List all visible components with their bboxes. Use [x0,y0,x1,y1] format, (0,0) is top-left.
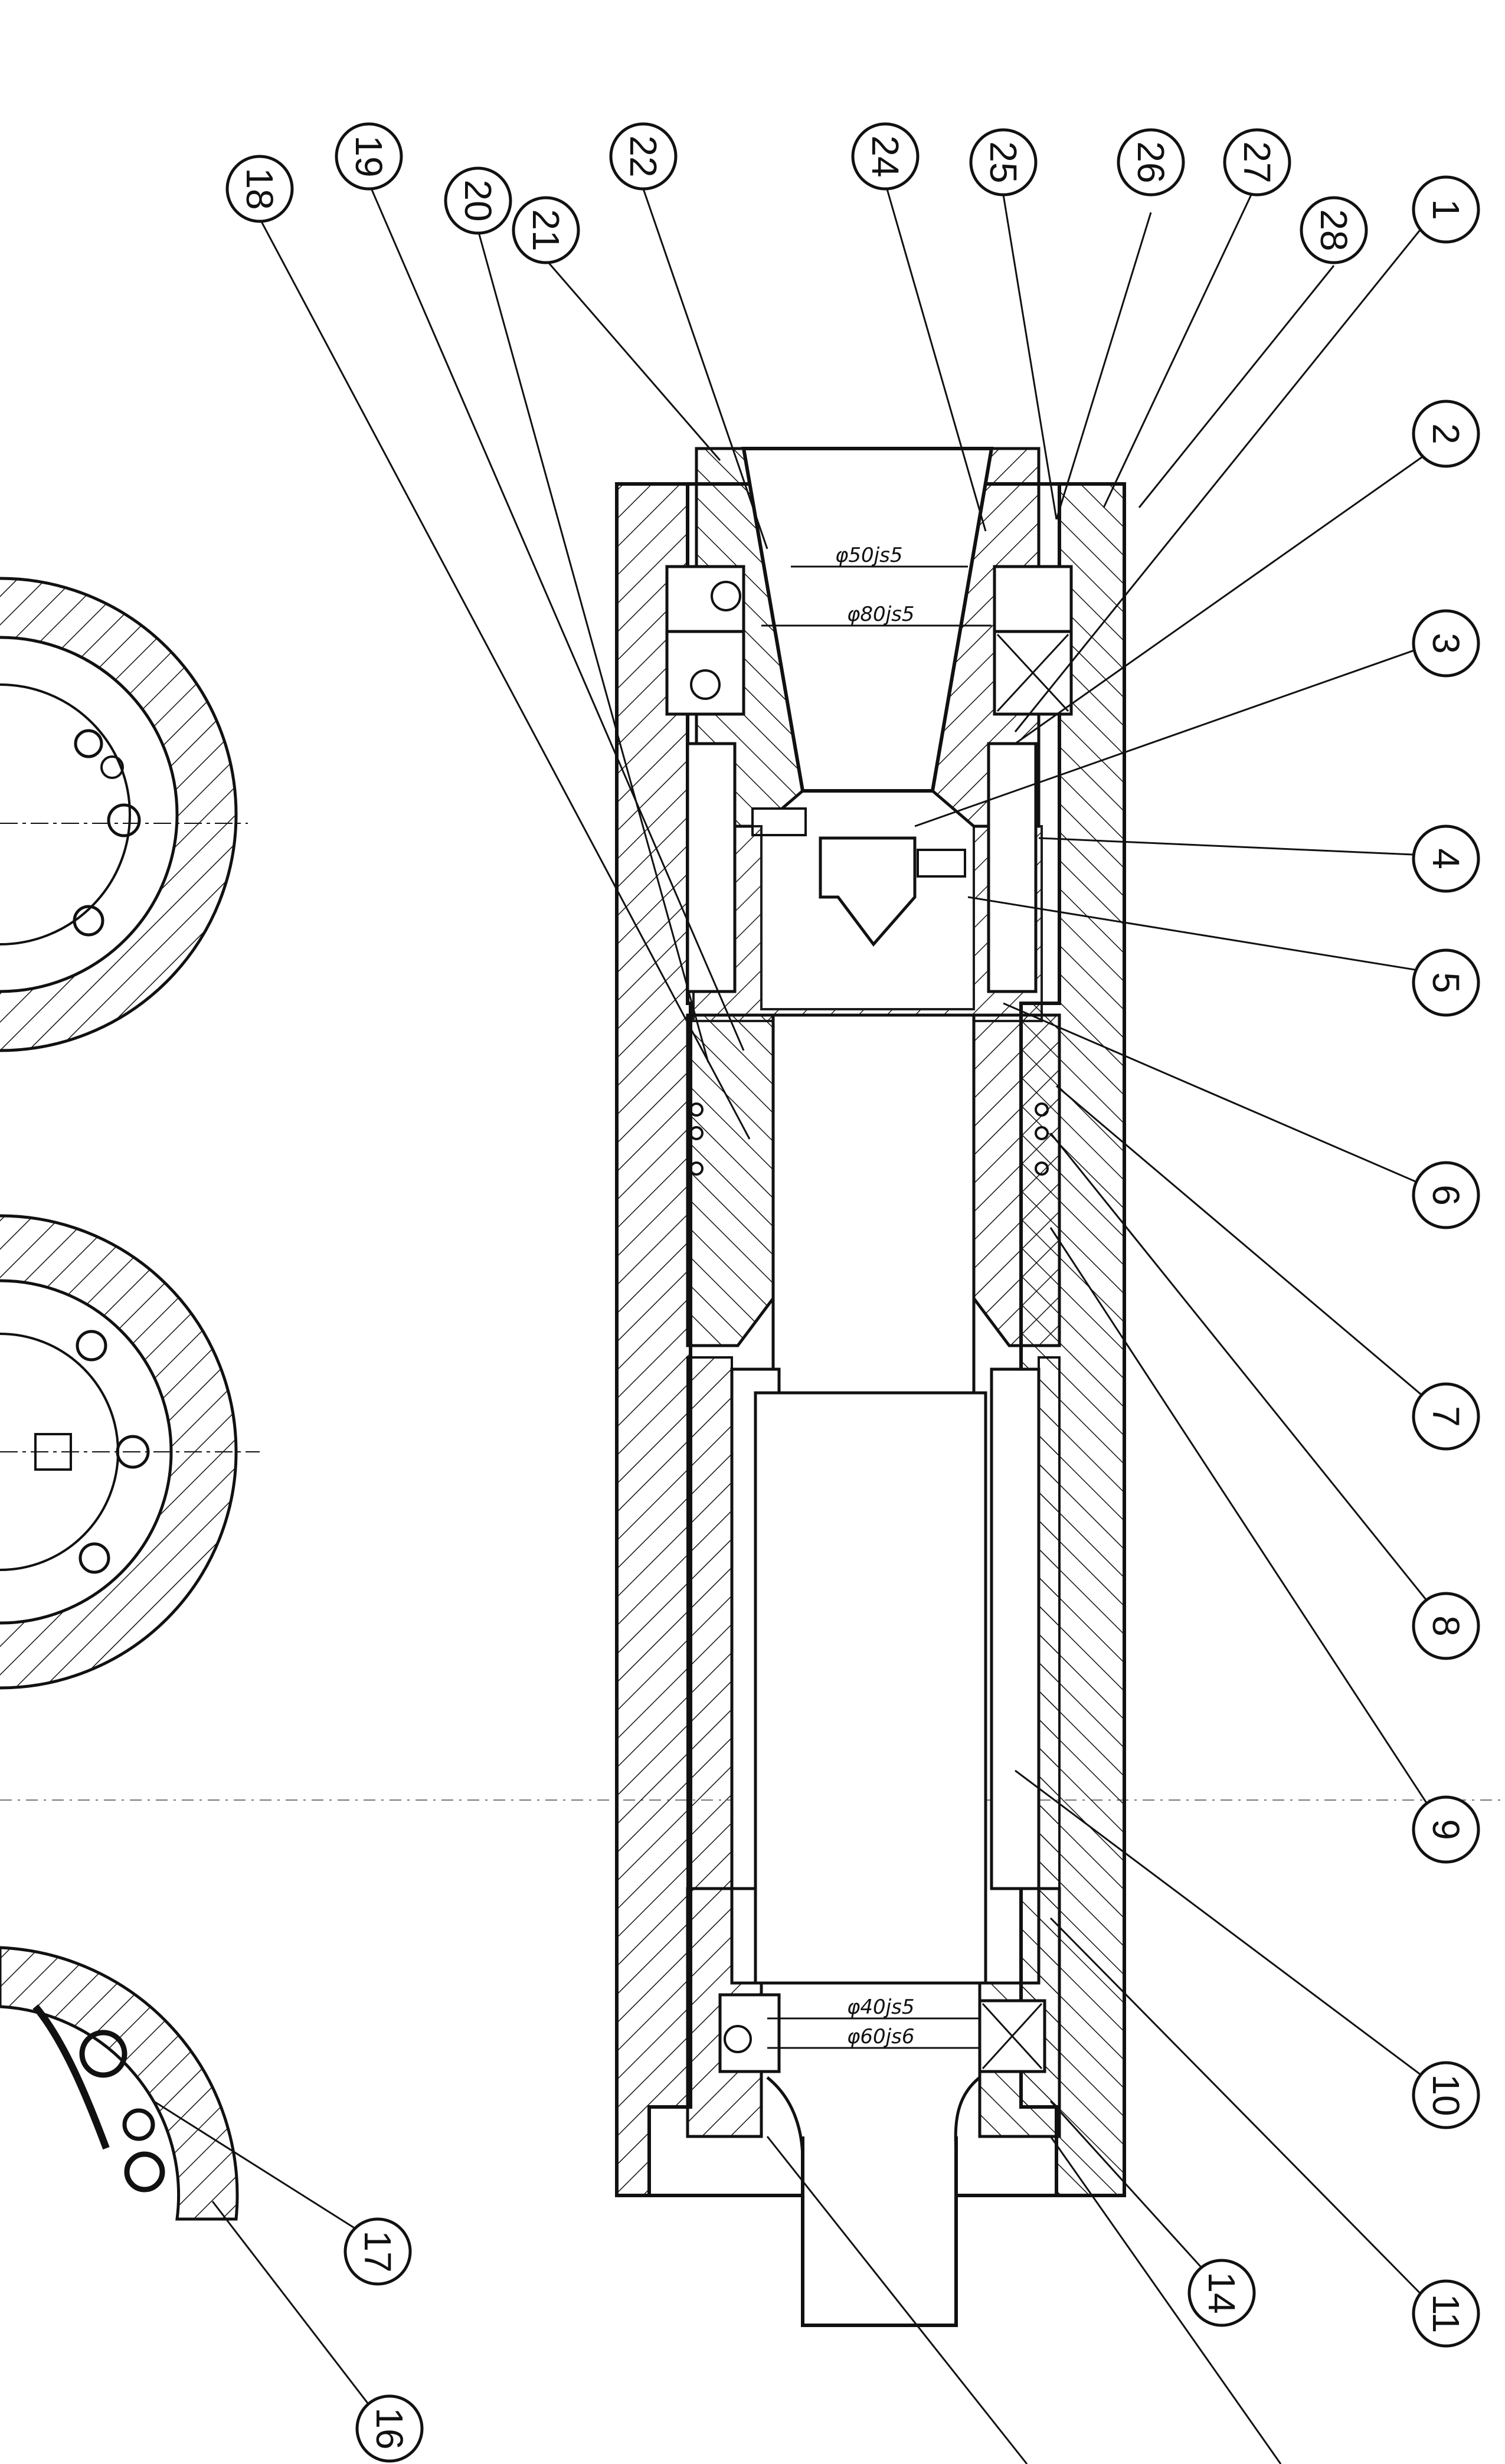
dim-phi50: φ50js5 [835,544,902,567]
balloon-18: 18 [225,155,294,223]
balloon-9: 9 [1412,1795,1480,1864]
svg-text:22: 22 [622,135,665,177]
balloon-22: 22 [609,122,678,191]
svg-text:26: 26 [1130,141,1172,183]
main-section-view [615,447,1126,2327]
svg-text:16: 16 [368,2407,411,2449]
svg-text:20: 20 [457,179,499,221]
balloon-8: 8 [1412,1592,1480,1660]
leader-lines [153,182,1441,2464]
left-view-middle [0,1214,260,1690]
balloon-5: 5 [1412,948,1480,1017]
svg-text:11: 11 [1425,2294,1467,2333]
svg-text:18: 18 [238,168,281,210]
svg-text:10: 10 [1425,2074,1467,2116]
svg-text:21: 21 [525,209,567,251]
balloon-3: 3 [1412,609,1480,678]
balloon-26: 26 [1117,128,1185,197]
svg-text:1: 1 [1425,199,1467,220]
balloon-28: 28 [1300,196,1368,264]
balloon-6: 6 [1412,1161,1480,1229]
balloon-11: 11 [1412,2279,1480,2348]
balloon-7: 7 [1412,1382,1480,1451]
svg-text:25: 25 [982,141,1025,183]
balloon-27: 27 [1223,128,1291,197]
balloon-20: 20 [444,166,512,235]
svg-text:28: 28 [1313,209,1355,251]
svg-text:2: 2 [1425,423,1467,444]
svg-text:27: 27 [1236,141,1278,183]
balloon-17: 17 [343,2217,412,2286]
svg-text:19: 19 [348,135,390,177]
balloon-14: 14 [1187,2259,1256,2327]
dim-phi80: φ80js5 [847,603,914,626]
svg-text:24: 24 [864,135,907,177]
svg-text:8: 8 [1425,1615,1467,1637]
balloon-16: 16 [355,2394,424,2463]
balloon-24: 24 [851,122,920,191]
svg-text:14: 14 [1200,2272,1243,2314]
balloon-1: 1 [1412,175,1480,244]
balloon-21: 21 [512,196,580,264]
svg-text:5: 5 [1425,972,1467,993]
balloon-25: 25 [969,128,1038,197]
dim-phi60: φ60js6 [847,2025,914,2049]
svg-text:3: 3 [1425,633,1467,654]
svg-text:7: 7 [1425,1406,1467,1427]
svg-text:6: 6 [1425,1184,1467,1206]
svg-text:17: 17 [356,2230,399,2272]
balloon-4: 4 [1412,824,1480,893]
balloon-10: 10 [1412,2061,1480,2129]
balloon-2: 2 [1412,400,1480,468]
balloon-19: 19 [335,122,403,191]
left-view-bottom [0,1799,1505,2221]
dim-phi40: φ40js5 [847,1995,914,2019]
svg-text:9: 9 [1425,1819,1467,1840]
svg-text:4: 4 [1425,848,1467,869]
left-view-top [0,577,248,1052]
